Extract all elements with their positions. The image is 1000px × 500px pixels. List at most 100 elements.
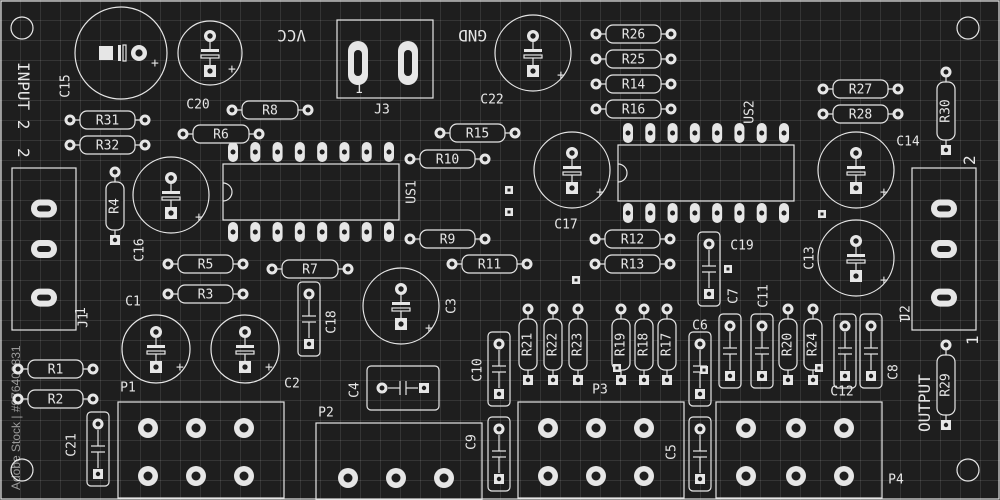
r23-body bbox=[568, 318, 588, 371]
r19-pad-b-hole bbox=[618, 377, 624, 383]
r5-resistor bbox=[162, 254, 249, 274]
us1-pin-top-hole-6 bbox=[341, 149, 347, 155]
c17-label: C17 bbox=[554, 218, 577, 233]
us1-pin-bottom-hole-6 bbox=[341, 229, 347, 235]
c10-label: C10 bbox=[471, 358, 486, 381]
c11-outline bbox=[750, 313, 774, 389]
us2-label: US2 bbox=[743, 100, 758, 123]
us2-pin-bottom-hole-7 bbox=[759, 210, 765, 216]
p2-pad-0-1-hole bbox=[391, 473, 401, 483]
right-connector-1: 1 bbox=[963, 335, 982, 345]
r28-label: R28 bbox=[849, 108, 872, 123]
r26-resistor bbox=[590, 24, 677, 44]
c3-plus: + bbox=[425, 321, 433, 336]
r28-pad-b-hole bbox=[895, 111, 901, 117]
c7-capacitor bbox=[718, 313, 742, 389]
j2-slot-3 bbox=[937, 294, 951, 301]
r7-body bbox=[281, 259, 339, 279]
us1-pin-top-hole-7 bbox=[364, 149, 370, 155]
r27-resistor bbox=[817, 79, 904, 99]
r13-body bbox=[604, 254, 661, 274]
r2-pad-a-hole bbox=[15, 396, 21, 402]
us1-notch bbox=[222, 182, 233, 202]
c5-pad-b-hole bbox=[697, 476, 703, 482]
p3-pad-1-0-hole bbox=[543, 471, 553, 481]
r1-pad-a-hole bbox=[15, 366, 21, 372]
right-connector-2: 2 bbox=[960, 155, 979, 165]
c20-plus: + bbox=[228, 62, 236, 77]
r4-body bbox=[105, 181, 125, 231]
c16-pad-b-hole bbox=[168, 210, 174, 216]
c14-pad-b-hole bbox=[853, 185, 859, 191]
c16-pad-a-hole bbox=[168, 175, 174, 181]
us1-pin-top-hole-5 bbox=[319, 149, 325, 155]
c14-pad-a-hole bbox=[853, 150, 859, 156]
p1-pad-0-0-hole bbox=[143, 423, 153, 433]
r17-resistor bbox=[657, 303, 677, 385]
p3-outline bbox=[517, 401, 685, 499]
us1-outline bbox=[222, 163, 400, 221]
test-pad-hole-2 bbox=[507, 210, 511, 214]
c2-outline bbox=[210, 314, 280, 384]
r21-pad-a-hole bbox=[525, 306, 531, 312]
r30-resistor bbox=[936, 66, 956, 155]
r1-pad-b-hole bbox=[90, 366, 96, 372]
r28-body bbox=[832, 104, 889, 124]
c7-pad-a-hole bbox=[727, 323, 733, 329]
c18-capacitor bbox=[297, 281, 321, 357]
r13-label: R13 bbox=[621, 258, 644, 273]
r9-pad-b-hole bbox=[482, 236, 488, 242]
c15-pad-a bbox=[99, 46, 113, 60]
r28-pad-a-hole bbox=[820, 111, 826, 117]
c17-outline bbox=[533, 131, 611, 209]
r21-body bbox=[518, 318, 538, 371]
p4-pad-0-1-hole bbox=[791, 423, 801, 433]
c12-label: C12 bbox=[830, 385, 853, 400]
r23-resistor bbox=[568, 303, 588, 385]
r32-body bbox=[79, 135, 136, 155]
j1-connector bbox=[11, 167, 77, 331]
r16-pad-b-hole bbox=[668, 106, 674, 112]
mounting-hole-bottom-left bbox=[10, 458, 34, 482]
c12-pad-a-hole bbox=[842, 323, 848, 329]
watermark-text: Adobe Stock | #976402831 bbox=[9, 345, 23, 490]
us2-pin-bottom-hole-1 bbox=[625, 210, 631, 216]
r24-pad-b-hole bbox=[810, 377, 816, 383]
c7-label: C7 bbox=[727, 288, 742, 304]
r18-label: R18 bbox=[637, 333, 652, 356]
us2-pin-top-hole-3 bbox=[670, 130, 676, 136]
c13-electrolytic-capacitor bbox=[817, 219, 895, 297]
p2-outline bbox=[315, 422, 483, 500]
p1-pad-1-2-hole bbox=[239, 471, 249, 481]
c21-pad-a-hole bbox=[95, 421, 101, 427]
c19-pad-b-hole bbox=[706, 291, 712, 297]
c6-capacitor bbox=[688, 331, 712, 407]
c20-electrolytic-capacitor bbox=[177, 20, 243, 86]
us1-pin-top-hole-3 bbox=[275, 149, 281, 155]
r29-label: R29 bbox=[939, 373, 954, 396]
r18-pad-b-hole bbox=[641, 377, 647, 383]
p2-pad-0-2-hole bbox=[439, 473, 449, 483]
c7-pad-b-hole bbox=[727, 373, 733, 379]
c21-pad-b-hole bbox=[95, 471, 101, 477]
p1-outline bbox=[117, 401, 285, 499]
r19-label: R19 bbox=[614, 333, 629, 356]
r17-pad-a-hole bbox=[664, 306, 670, 312]
us1-pin-bottom-hole-8 bbox=[386, 229, 392, 235]
r13-resistor bbox=[589, 254, 676, 274]
r1-label: R1 bbox=[48, 363, 64, 378]
c18-pad-a-hole bbox=[306, 291, 312, 297]
c22-electrolytic-capacitor bbox=[494, 14, 572, 92]
j1-pin-number: 1 bbox=[74, 307, 89, 315]
r3-body bbox=[177, 284, 234, 304]
us1-pin-top-hole-4 bbox=[297, 149, 303, 155]
us1-pin-bottom-hole-7 bbox=[364, 229, 370, 235]
r29-pad-b-hole bbox=[943, 422, 949, 428]
j3-slot-1 bbox=[354, 50, 362, 76]
c12-capacitor bbox=[833, 313, 857, 389]
j2-label: J2 bbox=[899, 305, 914, 321]
p3-pad-1-1-hole bbox=[591, 471, 601, 481]
c18-pad-b-hole bbox=[306, 341, 312, 347]
c17-pad-b-hole bbox=[569, 185, 575, 191]
